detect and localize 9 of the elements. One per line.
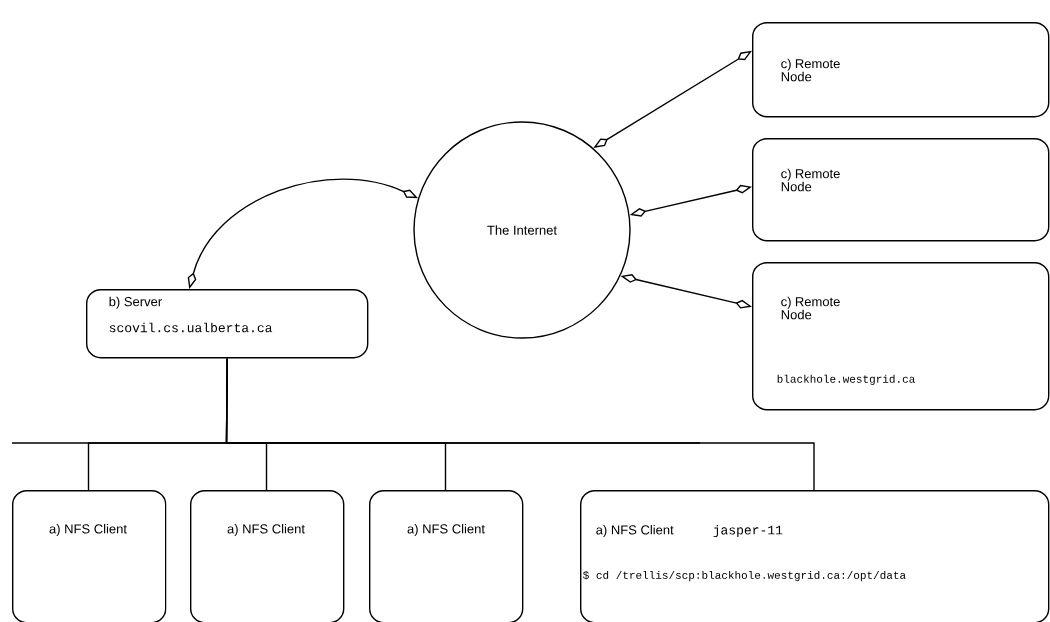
client-box: a) NFS Client: [12, 490, 167, 622]
server-box: b) Server scovil.cs.ualberta.ca: [86, 289, 369, 359]
remote-node-box: c) Remote Node: [752, 138, 1050, 242]
remote-node-box: c) Remote Node blackhole.westgrid.ca: [752, 262, 1050, 411]
client-box: a) NFS Client: [190, 490, 345, 622]
remote-node-box: c) Remote Node: [752, 22, 1050, 118]
client-box: a) NFS Client jasper-11 $ cd /trellis/scp:blackhole.westgrid.ca:/opt/data: [580, 490, 1050, 622]
client-box: a) NFS Client: [369, 490, 524, 622]
network-link: [225, 357, 815, 491]
